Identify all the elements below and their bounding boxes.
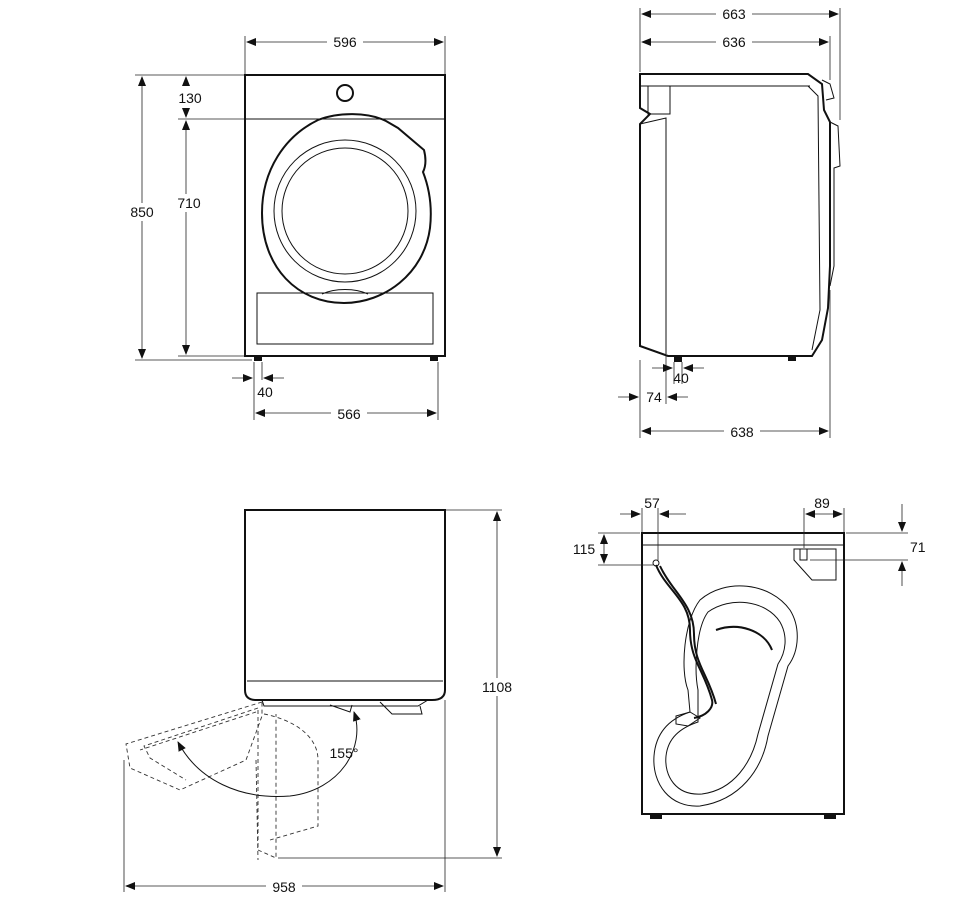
rear-view: 57 115 89 71 — [573, 495, 926, 819]
dim-side-foot-inset: 40 — [673, 370, 689, 386]
dim-rear-outlet-offset: 89 — [814, 495, 830, 511]
dim-side-depth-handle: 663 — [722, 6, 746, 22]
dim-open-depth: 1108 — [482, 679, 512, 695]
top-cabinet — [244, 509, 446, 701]
hose-outlet-point — [652, 559, 660, 567]
door-glass — [273, 139, 417, 283]
door-swing-arc — [177, 711, 361, 798]
side-foot-front — [788, 356, 796, 361]
dim-side-depth-door: 636 — [722, 34, 746, 50]
side-view: 663 636 40 74 638 — [618, 5, 841, 440]
side-knob-profile — [821, 79, 835, 101]
hose-clip — [675, 711, 701, 727]
open-door-right-outline — [257, 710, 277, 859]
dim-front-foot-span: 566 — [337, 406, 361, 422]
side-rear-vent — [647, 85, 671, 115]
rear-foot-right — [824, 814, 836, 819]
open-door-left-outline — [125, 701, 263, 791]
side-back-wall — [639, 117, 667, 354]
front-foot-left — [254, 356, 262, 361]
rear-outlet-port — [799, 548, 808, 561]
drain-hose — [655, 564, 714, 719]
side-front-panel — [807, 85, 821, 351]
rear-cabinet — [641, 532, 845, 815]
program-knob — [336, 84, 354, 102]
condenser-duct — [653, 585, 798, 807]
dim-rear-hose-offset: 57 — [644, 495, 660, 511]
rear-outlet-bracket — [793, 548, 837, 581]
dim-side-rear-offset: 74 — [646, 389, 662, 405]
dim-door-angle: 155° — [330, 745, 359, 761]
front-foot-right — [430, 356, 438, 361]
front-cabinet — [244, 74, 446, 357]
door-open-view: 155° 1108 958 — [123, 509, 516, 895]
door-frame — [260, 113, 432, 305]
front-view: 596 850 130 710 40 566 — [126, 33, 446, 422]
dim-rear-hose-height: 115 — [573, 541, 596, 557]
dim-front-width: 596 — [333, 34, 357, 50]
top-door-closed — [261, 699, 429, 707]
dim-front-top-panel: 130 — [178, 90, 202, 106]
dim-front-door-height: 710 — [177, 195, 201, 211]
plinth-filter-cover — [256, 292, 434, 345]
dim-front-foot-inset: 40 — [257, 384, 273, 400]
dim-side-depth-base: 638 — [730, 424, 754, 440]
side-cabinet — [639, 73, 831, 357]
side-door-profile — [829, 121, 841, 287]
dim-front-height: 850 — [130, 204, 154, 220]
rear-foot-left — [650, 814, 662, 819]
door-glass-inner — [281, 147, 409, 275]
dim-rear-outlet-height: 71 — [910, 539, 926, 555]
side-foot-rear — [674, 356, 682, 362]
dim-open-width: 958 — [272, 879, 296, 895]
